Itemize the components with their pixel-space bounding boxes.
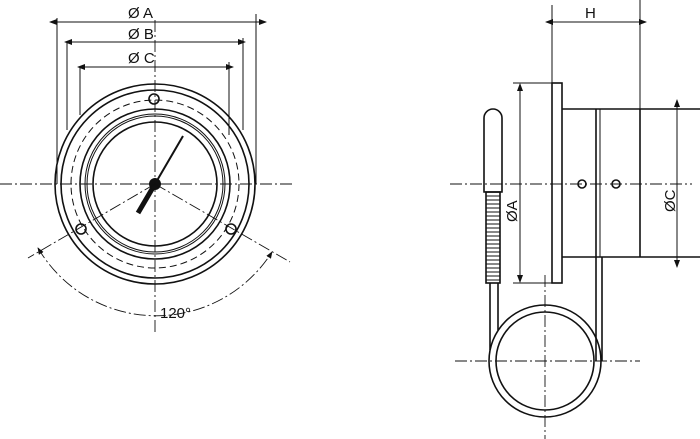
- dim-b-label: Ø B: [128, 26, 154, 43]
- mounting-holes: [75, 93, 237, 235]
- side-dim-c: ØC: [662, 99, 680, 268]
- dim-h-label: H: [585, 5, 596, 22]
- side-dim-c-label: ØC: [662, 189, 679, 212]
- gauge-body: [562, 108, 700, 258]
- gauge-needle: [135, 135, 184, 215]
- angle-label: 120°: [160, 305, 191, 322]
- temperature-probe: [483, 108, 503, 350]
- side-dim-a: ØA: [504, 82, 552, 284]
- dim-c-label: Ø C: [128, 50, 155, 67]
- front-view: 120° Ø A Ø B Ø C: [0, 5, 292, 335]
- angle-dimension: 120°: [27, 183, 291, 322]
- mounting-hole: [75, 223, 87, 235]
- flange: [54, 83, 256, 285]
- side-dim-a-label: ØA: [504, 200, 521, 222]
- flange-section: [551, 82, 563, 284]
- side-view: H ØA ØC: [450, 0, 700, 439]
- mounting-hole: [148, 93, 160, 105]
- diameter-dimensions: Ø A Ø B Ø C: [49, 5, 267, 184]
- mounting-hole: [225, 223, 237, 235]
- bezel: [79, 108, 231, 260]
- dim-a-label: Ø A: [128, 5, 153, 22]
- h-dimension: H: [545, 0, 647, 283]
- capillary-coil: [455, 257, 640, 439]
